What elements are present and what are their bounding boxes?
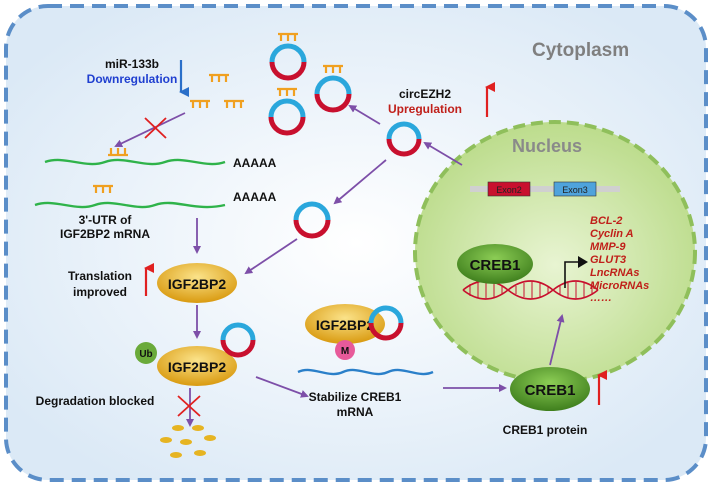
transcription-arrowhead	[578, 256, 588, 268]
mirna-name: miR-133b	[105, 57, 159, 71]
mirna-comb-icon	[190, 99, 210, 108]
mirna-change: Downregulation	[87, 72, 178, 86]
m6a-methyl-marker	[335, 340, 355, 360]
arrow-nucleus-export	[423, 141, 463, 166]
mrna-strand-bottom	[34, 201, 226, 209]
circezh2-ring-icon	[269, 43, 307, 81]
target-gene: MicroRNAs	[590, 280, 649, 292]
degradation-block-icon	[177, 395, 201, 417]
mirna-comb-icon	[278, 32, 298, 41]
cytoplasm-label: Cytoplasm	[532, 40, 629, 61]
exon3-box	[553, 181, 597, 197]
m6a-methyl-label: M	[341, 346, 349, 357]
target-gene: GLUT3	[590, 254, 626, 266]
stabilize-label-line1: Stabilize CREB1	[309, 390, 402, 404]
circezh2-ring-icon	[293, 201, 331, 239]
circrna-change: Upregulation	[388, 102, 462, 116]
creb1-nuclear-label: CREB1	[470, 257, 521, 274]
gene-locus: Exon2 Exon3	[470, 181, 620, 197]
translation-label-line2: improved	[73, 285, 127, 299]
creb1-cytoplasmic	[510, 367, 590, 411]
stabilize-label-line2: mRNA	[337, 405, 374, 419]
mrna-strand-top	[44, 158, 226, 166]
exon3-label: Exon3	[562, 185, 588, 195]
arrow-circrna-down	[333, 159, 387, 205]
degradation-label: Degradation blocked	[36, 394, 155, 408]
mirna-comb-icon	[224, 99, 244, 108]
mirna-bound-top-icon	[108, 148, 128, 157]
igf2bp2-protein	[157, 263, 237, 303]
ubiquitin-label: Ub	[139, 349, 152, 360]
target-gene: LncRNAs	[590, 267, 640, 279]
arrow-to-sponge	[348, 104, 381, 125]
transcription-arrow	[564, 261, 580, 288]
arrow-to-stabilize	[255, 376, 309, 398]
block-cross-icon	[144, 117, 167, 139]
nucleus-label: Nucleus	[512, 136, 582, 156]
exon2-label: Exon2	[496, 185, 522, 195]
creb1-nuclear	[457, 244, 533, 284]
circrna-sponge-cluster	[268, 32, 352, 136]
circezh2-ring-icon	[314, 75, 352, 113]
target-gene: Cyclin A	[590, 228, 634, 240]
arrow-creb1-to-nucleus	[549, 314, 565, 366]
creb1-cytoplasmic-label: CREB1	[525, 382, 576, 399]
mirna-comb-icon	[323, 64, 343, 73]
degraded-fragments	[160, 425, 216, 458]
arrow-circrna-to-igf2bp2	[244, 238, 298, 275]
polya-tail-bottom: AAAAA	[233, 190, 277, 204]
utr-label-line1: 3'-UTR of	[79, 213, 133, 227]
mirna-cluster	[190, 73, 244, 108]
circezh2-ring-icon	[268, 98, 306, 136]
circezh2-ring-icon	[220, 322, 256, 358]
mirna-comb-icon	[277, 87, 297, 96]
utr-label-line2: IGF2BP2 mRNA	[60, 227, 150, 241]
circezh2-ring-icon	[368, 305, 404, 341]
creb1-protein-label: CREB1 protein	[503, 423, 588, 437]
igf2bp2-protein	[157, 346, 237, 386]
circezh2-ring-icon	[386, 121, 422, 157]
translation-label-line1: Translation	[68, 269, 132, 283]
igf2bp2-protein	[305, 304, 385, 344]
creb1-mrna-strand	[297, 368, 434, 376]
blocked-binding-arrow	[114, 112, 186, 148]
circrna-name: circEZH2	[399, 87, 451, 101]
ubiquitin-marker	[135, 342, 157, 364]
mirna-comb-icon	[209, 73, 229, 82]
exon2-box	[487, 181, 531, 197]
mirna-bound-bottom-icon	[93, 184, 113, 193]
polya-tail-top: AAAAA	[233, 156, 277, 170]
igf2bp2-label: IGF2BP2	[316, 317, 375, 333]
target-gene-list: BCL-2 Cyclin A MMP-9 GLUT3 LncRNAs Micro…	[590, 215, 649, 304]
igf2bp2-label: IGF2BP2	[168, 276, 227, 292]
target-gene: BCL-2	[590, 215, 622, 227]
target-gene: ……	[590, 292, 612, 304]
igf2bp2-label: IGF2BP2	[168, 359, 227, 375]
target-gene: MMP-9	[590, 241, 626, 253]
